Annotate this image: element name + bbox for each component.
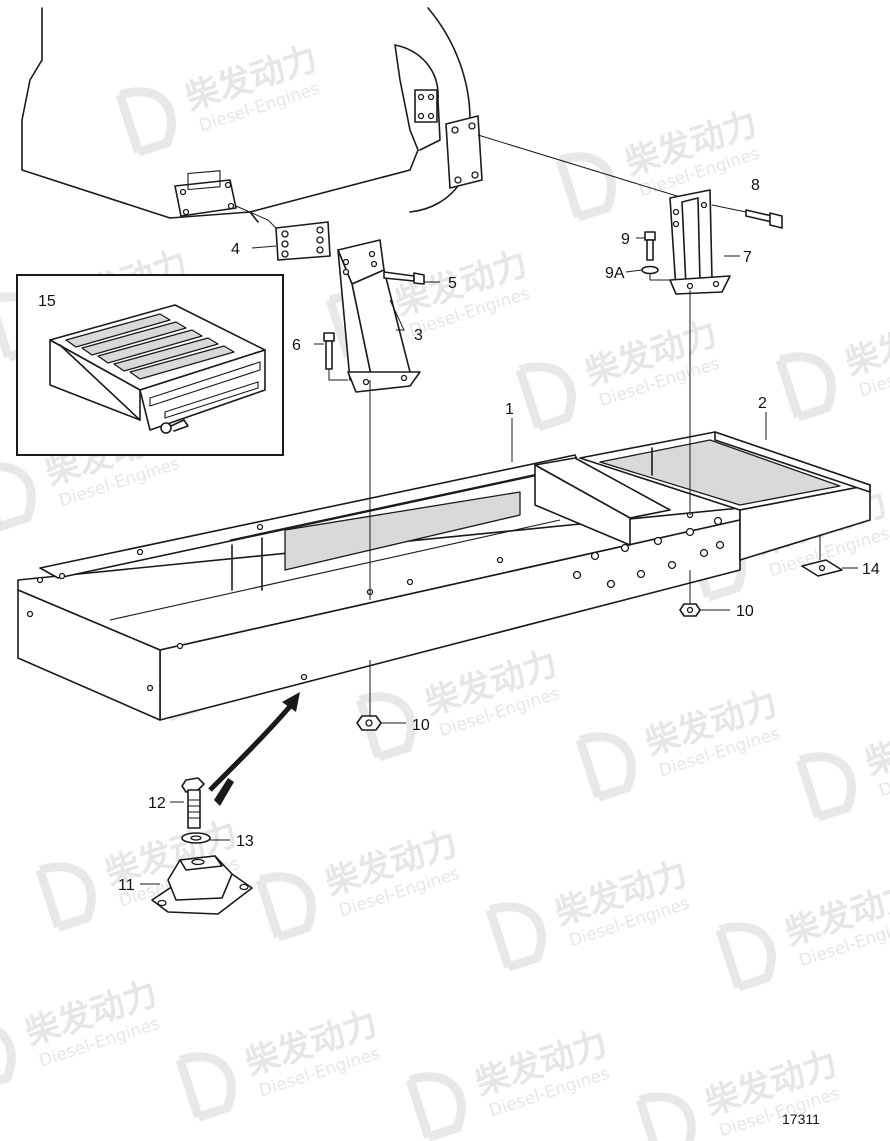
callout-15: 15: [38, 293, 56, 310]
adapter-plate-4: [235, 205, 331, 261]
watermark-tile: 柴发动力 Diesel-Engines: [515, 314, 722, 432]
callout-9: 9: [621, 231, 630, 248]
assembly-direction-arrow: [208, 692, 300, 806]
adapter-plate-right: [445, 115, 691, 201]
callout-10-right: 10: [736, 603, 754, 620]
callout-9a: 9A: [605, 265, 625, 282]
battery-cover-15: [49, 304, 266, 434]
bolt-5: [383, 271, 425, 285]
drawing-number: 17311: [782, 1111, 820, 1127]
callout-6: 6: [292, 337, 301, 354]
callout-8: 8: [751, 177, 760, 194]
nut-10-right: [679, 603, 701, 617]
bolt-8: [711, 204, 783, 229]
washer-9a: [641, 265, 670, 281]
nut-10-left: [356, 715, 382, 731]
callout-10-left: 10: [412, 717, 430, 734]
inset-panel-15: [16, 274, 284, 456]
extension-frame-2: [579, 431, 871, 561]
callout-7: 7: [743, 249, 752, 266]
bolt-12: [181, 777, 205, 829]
callout-11: 11: [118, 877, 135, 894]
callout-leaders: [140, 237, 858, 885]
callout-1: 1: [505, 401, 514, 418]
svg-text:柴发动力: 柴发动力: [861, 704, 890, 784]
rubber-mount-11: [151, 855, 253, 915]
washer-13: [181, 832, 211, 844]
bolt-6: [323, 332, 348, 381]
watermark-tile: 柴发动力 Diesel-Engines: [405, 1024, 612, 1141]
watermark-tile: 柴发动力 Diesel-Engines: [115, 39, 322, 157]
watermark-tile: 柴发动力 Diesel-Engines: [715, 874, 890, 992]
bolt-9: [644, 231, 656, 261]
callout-5: 5: [448, 275, 457, 292]
watermark-tile: 柴发动力 Diesel-Engines: [485, 854, 692, 972]
callout-3: 3: [414, 327, 423, 344]
callout-13: 13: [236, 833, 254, 850]
callout-12: 12: [148, 795, 166, 812]
alignment-lines: [369, 290, 691, 718]
main-frame-1: [17, 454, 741, 721]
callout-14: 14: [862, 561, 880, 578]
watermark-tile: 柴发动力 Diesel-Engines: [0, 974, 162, 1092]
watermark-tile: 柴发动力 Diesel-Engines: [175, 1004, 382, 1122]
support-bracket-3: [337, 239, 421, 393]
watermark-tile: 柴发动力 Diesel-Engines: [795, 704, 890, 822]
watermark-tile: 柴发动力 Diesel-Engines: [555, 104, 762, 222]
callout-2: 2: [758, 395, 767, 412]
cover-latch: [160, 422, 172, 434]
support-bracket-7: [669, 189, 731, 295]
callout-labels: 1 2 3 4 5 6 7 8 9 9A 10 10 11 12 13 14 1…: [38, 177, 880, 894]
svg-text:柴发动力: 柴发动力: [841, 304, 890, 384]
engine-outline: [21, 7, 471, 223]
shim-14: [801, 535, 843, 577]
callout-4: 4: [231, 241, 240, 258]
watermark-tile: 柴发动力 Diesel-Engines: [775, 304, 890, 422]
watermark-tile: 柴发动力 Diesel-Engines: [255, 824, 462, 942]
watermark-tile: 柴发动力 Diesel-Engines: [575, 684, 782, 802]
